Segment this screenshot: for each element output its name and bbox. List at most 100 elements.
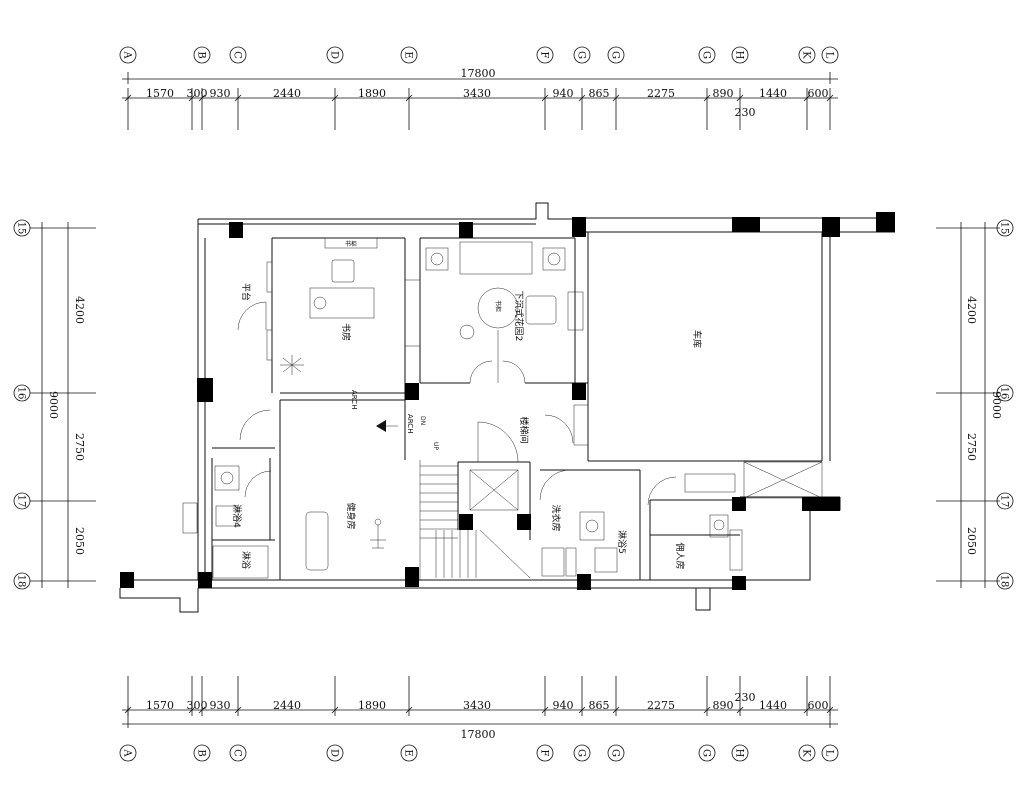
study-chair	[331, 259, 355, 283]
left-axis-bubble-label: 18	[16, 575, 27, 588]
right-axis-bubble	[996, 384, 1014, 402]
room-label-garage: 车库	[691, 330, 703, 348]
right-axis-bubble-label: 17	[999, 495, 1010, 508]
bookshelf	[324, 237, 378, 249]
room-label-garden: 下沉式花园2	[513, 291, 525, 342]
top-axis-bubble-label: F	[539, 52, 550, 59]
room-label-gym: 健身房	[345, 502, 357, 529]
bottom-axis-bubble-label: G	[701, 749, 712, 757]
column	[732, 217, 760, 232]
left-seg-4200: 4200	[73, 296, 86, 324]
column	[459, 222, 473, 238]
bottom-axis-bubble-label: H	[734, 749, 745, 758]
bottom-axis-bubble-label: C	[232, 749, 243, 757]
top-segment-label: 865	[589, 87, 610, 100]
right-total-height: 9000	[990, 391, 1003, 419]
top-segment-label: 300	[187, 87, 208, 100]
garden-sofa	[459, 241, 533, 275]
top-axis-bubble	[573, 46, 591, 64]
building-walls	[119, 202, 895, 613]
right-seg-2050: 2050	[965, 527, 978, 555]
right-seg-2750: 2750	[965, 433, 978, 461]
bottom-axis-bubble-label: G	[610, 749, 621, 757]
top-total-width: 17800	[461, 67, 496, 80]
top-seg-230-label: 230	[735, 106, 756, 119]
right-axis-bubble-label: 16	[999, 387, 1010, 400]
bookshelf-label: 书柜	[345, 240, 357, 248]
top-axis-bubble	[229, 46, 247, 64]
bottom-axis-bubble	[119, 744, 137, 762]
column	[198, 572, 212, 588]
top-axis-bubble	[607, 46, 625, 64]
top-axis-bubble	[821, 46, 839, 64]
column	[822, 217, 840, 237]
bottom-axis-bubble-label: B	[196, 749, 207, 756]
bottom-axis-bubble	[731, 744, 749, 762]
room-label-terrace: 平台	[240, 283, 252, 301]
bottom-segment-label: 865	[589, 699, 610, 712]
bottom-segment-label: 930	[210, 699, 231, 712]
bottom-axis-bubble	[193, 744, 211, 762]
bottom-segment-label: 2275	[647, 699, 675, 712]
left-axis-bubble	[13, 492, 31, 510]
left-axis-bubble-label: 16	[16, 387, 27, 400]
top-axis-bubble-label: B	[196, 51, 207, 58]
room-label-maid: 佣人房	[674, 542, 686, 569]
right-axis-bubble-label: 15	[999, 222, 1010, 235]
stair-treads	[419, 460, 477, 580]
left-seg-2750: 2750	[73, 433, 86, 461]
column	[732, 497, 746, 511]
top-axis-bubble-label: G	[701, 51, 712, 59]
garden-table-label: 书柜	[494, 300, 502, 312]
right-axis-bubble	[996, 219, 1014, 237]
top-axis-bubble-label: C	[232, 51, 243, 59]
top-axis-bubble-label: D	[329, 51, 340, 59]
column	[802, 497, 840, 511]
top-segment-label: 2275	[647, 87, 675, 100]
top-axis-bubble-label: A	[122, 50, 133, 59]
bottom-seg-230-label: 230	[735, 691, 756, 704]
study-desk	[309, 287, 375, 319]
top-axis-bubble-label: E	[403, 51, 414, 58]
bottom-axis-bubble	[229, 744, 247, 762]
bottom-segment-label: 1440	[759, 699, 787, 712]
bottom-segment-label: 940	[553, 699, 574, 712]
column	[732, 576, 746, 590]
top-axis-bubble-label: G	[610, 51, 621, 59]
column	[405, 383, 419, 400]
column	[572, 383, 586, 400]
top-segment-label: 600	[808, 87, 829, 100]
top-axis-bubble	[536, 46, 554, 64]
top-segment-label: 1440	[759, 87, 787, 100]
gym-machine-icon	[370, 518, 386, 549]
bottom-axis-bubble	[698, 744, 716, 762]
bottom-axis-bubble-label: G	[576, 749, 587, 757]
right-seg-4200: 4200	[965, 296, 978, 324]
column	[229, 222, 243, 238]
column	[572, 217, 586, 237]
top-segment-label: 2440	[273, 87, 301, 100]
left-total-height: 9000	[47, 391, 60, 419]
left-seg-2050: 2050	[73, 527, 86, 555]
room-label-study: 书房	[340, 323, 352, 341]
garden-round-table	[477, 287, 519, 329]
left-axis-bubble	[13, 219, 31, 237]
room-label-shower: 淋浴	[240, 551, 252, 569]
top-axis-bubble	[193, 46, 211, 64]
column	[577, 574, 591, 590]
bottom-axis-bubble	[798, 744, 816, 762]
column	[197, 378, 213, 402]
structural-columns	[120, 212, 895, 590]
left-axis-bubble	[13, 572, 31, 590]
top-axis-bubble	[698, 46, 716, 64]
bottom-axis-bubble	[607, 744, 625, 762]
bottom-segment-label: 600	[808, 699, 829, 712]
top-axis-bubble-label: H	[734, 51, 745, 60]
top-axis-bubble	[400, 46, 418, 64]
plant-icon	[280, 355, 304, 375]
left-axis-bubble-label: 17	[16, 495, 27, 508]
right-axis-bubble-label: 18	[999, 575, 1010, 588]
